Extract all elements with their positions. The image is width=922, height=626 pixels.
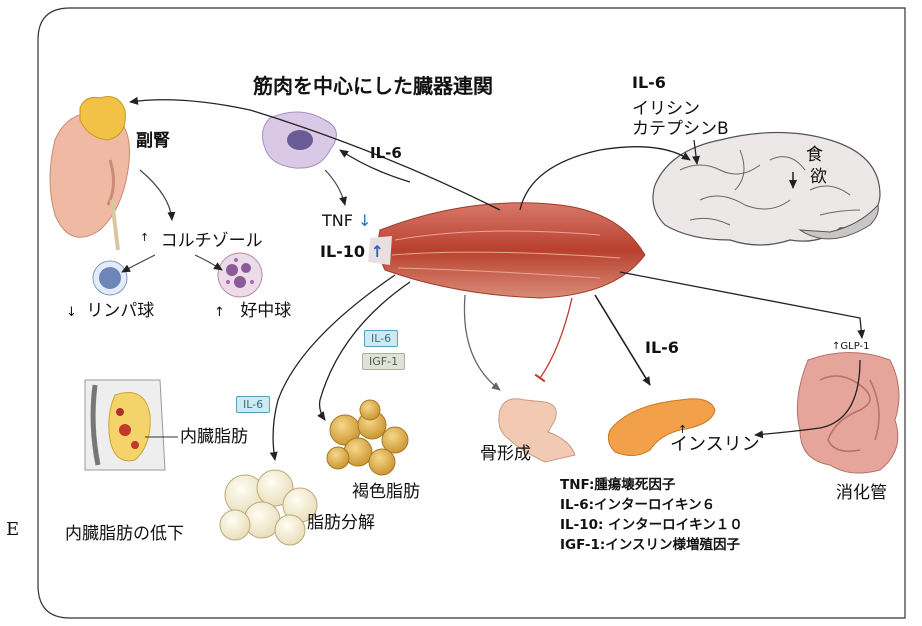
inhibit-muscle-to-bone bbox=[540, 298, 572, 378]
macrophage-il6-label: IL-6 bbox=[370, 145, 402, 162]
neutrophil-illustration bbox=[218, 253, 262, 297]
white-fat-illustration bbox=[220, 470, 317, 545]
tag-il6-visceral: IL-6 bbox=[236, 396, 270, 413]
diagram-title: 筋肉を中心にした臓器連関 bbox=[253, 75, 493, 98]
tag-il6-brownfat: IL-6 bbox=[364, 330, 398, 347]
tnf-label: TNF ↓ bbox=[322, 212, 371, 230]
side-letter: E bbox=[6, 520, 19, 541]
cathepsin-label: カテプシンB bbox=[632, 120, 729, 140]
visceral-fat-label: 内臓脂肪 bbox=[180, 428, 248, 448]
arrow-muscle-to-gut bbox=[620, 272, 862, 338]
gut-label: 消化管 bbox=[836, 484, 887, 504]
arrow-muscle-to-pancreas bbox=[595, 295, 650, 385]
gut-illustration bbox=[797, 353, 899, 474]
cortisol-up-arrow: ↑ bbox=[140, 231, 149, 244]
tnf-down-arrow: ↓ bbox=[358, 211, 371, 230]
arrow-cortisol-to-neut bbox=[195, 255, 222, 270]
il10-up-arrow: ↑ bbox=[371, 242, 384, 261]
il10-text: IL-10 bbox=[320, 242, 365, 261]
brain-illustration bbox=[653, 133, 880, 246]
brown-fat-illustration bbox=[327, 400, 408, 475]
visceral-fat-illustration bbox=[85, 380, 165, 470]
neut-text: 好中球 bbox=[240, 301, 291, 321]
appetite-label-1: 食 bbox=[806, 146, 823, 166]
muscle-illustration bbox=[368, 203, 645, 298]
arrow-muscle-to-bone bbox=[464, 295, 500, 390]
insulin-label: インスリン bbox=[670, 435, 760, 456]
legend-item: IL-10: インターロイキン１０ bbox=[560, 518, 743, 534]
glp1-label: ↑GLP-1 bbox=[832, 341, 869, 353]
arrow-muscle-to-brownfat bbox=[320, 282, 410, 420]
neut-label: ↑ 好中球 bbox=[214, 302, 291, 322]
macrophage-illustration bbox=[262, 112, 336, 168]
bone-label: 骨形成 bbox=[480, 445, 531, 465]
pancreas-il6-label: IL-6 bbox=[645, 339, 679, 357]
neut-up-arrow: ↑ bbox=[214, 305, 225, 320]
brown-fat-label: 褐色脂肪 bbox=[352, 483, 420, 503]
lymph-label: ↓ リンパ球 bbox=[66, 302, 154, 322]
cortisol-label: ↑ コルチゾール bbox=[140, 232, 263, 252]
brain-il6-label: IL-6 bbox=[632, 74, 666, 92]
il10-label: IL-10 ↑ bbox=[320, 243, 384, 261]
tag-igf1: IGF-1 bbox=[362, 353, 405, 370]
tnf-text: TNF bbox=[322, 211, 353, 230]
adrenal-label: 副腎 bbox=[136, 132, 170, 152]
lymphocyte-illustration bbox=[93, 261, 127, 295]
arrow-macrophage-down bbox=[325, 170, 345, 205]
lymph-down-arrow: ↓ bbox=[66, 305, 77, 320]
kidney-adrenal-illustration bbox=[50, 97, 130, 251]
legend-item: IL-6:インターロイキン６ bbox=[560, 498, 715, 514]
legend-item: IGF-1:インスリン様増殖因子 bbox=[560, 538, 740, 554]
lymph-text: リンパ球 bbox=[86, 301, 154, 321]
cortisol-text: コルチゾール bbox=[161, 231, 263, 251]
legend-item: TNF:腫瘍壊死因子 bbox=[560, 478, 675, 494]
appetite-label-2: 欲 bbox=[810, 168, 827, 188]
irisin-label: イリシン bbox=[632, 100, 700, 120]
lipolysis-label: 脂肪分解 bbox=[307, 514, 375, 534]
arrow-cortisol-to-lymph bbox=[122, 255, 155, 272]
arrow-adrenal-to-cortisol bbox=[140, 170, 172, 220]
visceral-fat-decrease-label: 内臓脂肪の低下 bbox=[65, 525, 184, 545]
